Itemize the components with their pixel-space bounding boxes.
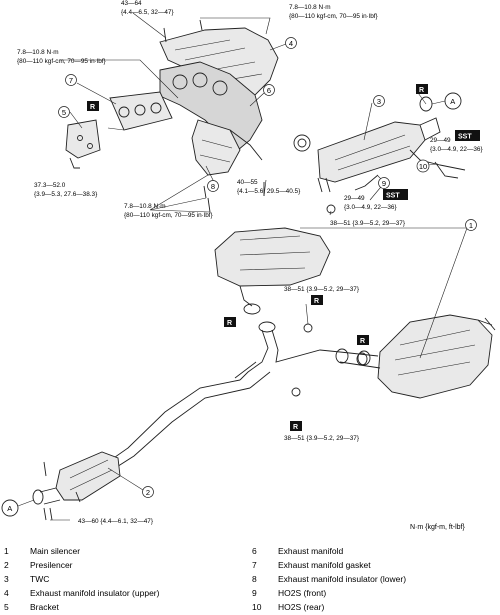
torque-43-64: 43—64 <box>121 0 142 7</box>
torque-sst-mid: 29—49 <box>344 195 365 202</box>
svg-text:R: R <box>360 338 365 345</box>
torque-40-55-detail: {4.1—5.6, 29.5—40.5} <box>237 188 301 195</box>
torque-left: 7.8—10.8 N·m <box>17 49 59 56</box>
torque-43-64-detail: {4.4—6.5, 32—47} <box>121 9 174 16</box>
torque-bottom-left-detail: {80—110 kgf-cm, 70—95 in·lbf} <box>124 212 214 219</box>
presilencer <box>55 451 121 501</box>
svg-text:R: R <box>227 320 232 327</box>
svg-text:6: 6 <box>267 86 271 95</box>
torque-sst-mid-detail: {3.0—4.9, 22—36} <box>344 204 397 211</box>
torque-bottom-left: 7.8—10.8 N·m <box>124 203 166 210</box>
replace-badge: R <box>416 84 428 94</box>
replace-badge: R <box>224 317 236 327</box>
svg-text:SST: SST <box>458 134 472 141</box>
svg-text:R: R <box>90 104 95 111</box>
main-silencer-lower <box>377 314 493 399</box>
replace-badge: R <box>311 295 323 305</box>
torque-bracket: 37.3—52.0 <box>34 182 66 189</box>
torque-bracket-detail: {3.9—5.3, 27.6—38.3} <box>34 191 98 198</box>
torque-38-51-low: 38—51 {3.9—5.2, 29—37} <box>284 435 360 442</box>
callout-10: 10 <box>416 159 430 173</box>
twc <box>317 121 426 183</box>
unit-note: N·m {kgf-m, ft-lbf} <box>410 524 465 531</box>
svg-text:3: 3 <box>377 97 381 106</box>
callout-1: 1 <box>465 219 477 231</box>
replace-badge: R <box>290 421 302 431</box>
exhaust-manifold <box>159 61 263 151</box>
svg-text:R: R <box>419 87 424 94</box>
svg-text:7: 7 <box>69 76 73 85</box>
torque-38-51-mid: 38—51 {3.9—5.2, 29—37} <box>284 286 360 293</box>
callout-9: 9 <box>378 177 390 189</box>
callout-2: 2 <box>142 486 154 498</box>
callout-4: 4 <box>285 37 297 49</box>
exhaust-manifold-gasket <box>109 91 173 131</box>
torque-sst-top-detail: {3.0—4.9, 22—36} <box>430 146 483 153</box>
svg-text:4: 4 <box>289 39 293 48</box>
svg-text:R: R <box>293 424 298 431</box>
connector-a-marker: A <box>444 92 462 110</box>
callout-3: 3 <box>373 95 385 107</box>
svg-text:10: 10 <box>419 162 427 171</box>
replace-badge: R <box>87 101 99 111</box>
callout-6: 6 <box>263 84 275 96</box>
sst-badge: SST <box>455 130 480 141</box>
torque-top-right: 7.8—10.8 N·m <box>289 4 331 11</box>
main-silencer <box>214 227 331 287</box>
svg-text:8: 8 <box>211 182 215 191</box>
svg-text:A: A <box>450 97 455 106</box>
replace-badge: R <box>357 335 369 345</box>
torque-40-55: 40—55 <box>237 179 258 186</box>
torque-left-detail: {80—110 kgf-cm, 70—95 in·lbf} <box>17 58 107 65</box>
torque-38-51-top: 38—51 {3.9—5.2, 29—37} <box>330 220 406 227</box>
sst-badge: SST <box>383 189 408 200</box>
torque-43-60: 43—60 {4.4—6.1, 32—47} <box>78 518 154 525</box>
svg-text:SST: SST <box>386 193 400 200</box>
torque-top-right-detail: {80—110 kgf-cm, 70—95 in·lbf} <box>289 13 379 20</box>
svg-text:5: 5 <box>62 108 66 117</box>
svg-text:A: A <box>7 504 12 513</box>
svg-text:9: 9 <box>382 179 386 188</box>
callout-8: 8 <box>207 180 219 192</box>
callout-5: 5 <box>58 106 70 118</box>
exhaust-system-diagram: 43—64 {4.4—6.5, 32—47} 7.8—10.8 N·m {80—… <box>1 0 496 525</box>
bracket <box>65 119 101 159</box>
svg-text:1: 1 <box>469 221 473 230</box>
svg-text:2: 2 <box>146 488 150 497</box>
connector-a-marker: A <box>1 499 19 517</box>
torque-sst-top: 29—49 <box>430 137 451 144</box>
callout-7: 7 <box>65 74 77 86</box>
svg-text:R: R <box>314 298 319 305</box>
